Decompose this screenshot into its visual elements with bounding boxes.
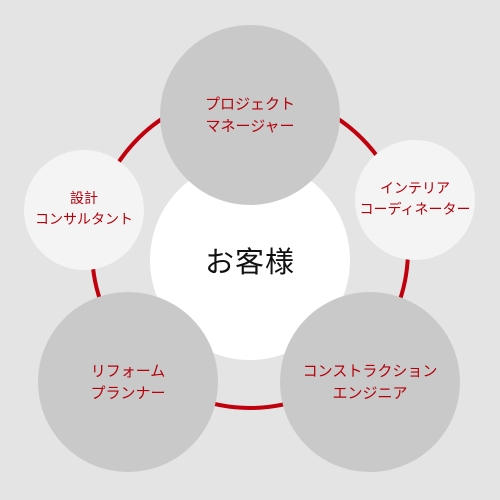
node-reform-planner: リフォーム プランナー <box>38 292 218 472</box>
node-label-line2: コーディネーター <box>359 202 471 218</box>
center-label: お客様 <box>204 245 295 279</box>
node-label-line1: インテリア <box>380 181 450 197</box>
node-label-line1: コンストラクション <box>302 361 438 380</box>
node-label-line2: エンジニア <box>332 384 408 402</box>
node-label-line2: プランナー <box>90 384 166 402</box>
node-label-line2: コンサルタント <box>35 212 133 228</box>
node-construction-engineer: コンストラクション エンジニア <box>280 292 460 472</box>
node-project-manager: プロジェクト マネージャー <box>160 25 340 205</box>
node-design-consultant: 設計 コンサルタント <box>24 150 144 270</box>
node-label-line1: リフォーム <box>90 361 166 380</box>
node-label-line1: プロジェクト <box>204 94 295 113</box>
node-interior-coordinator: インテリア コーディネーター <box>355 140 475 260</box>
node-label-line2: マネージャー <box>205 117 295 135</box>
node-label-line1: 設計 <box>70 191 98 207</box>
